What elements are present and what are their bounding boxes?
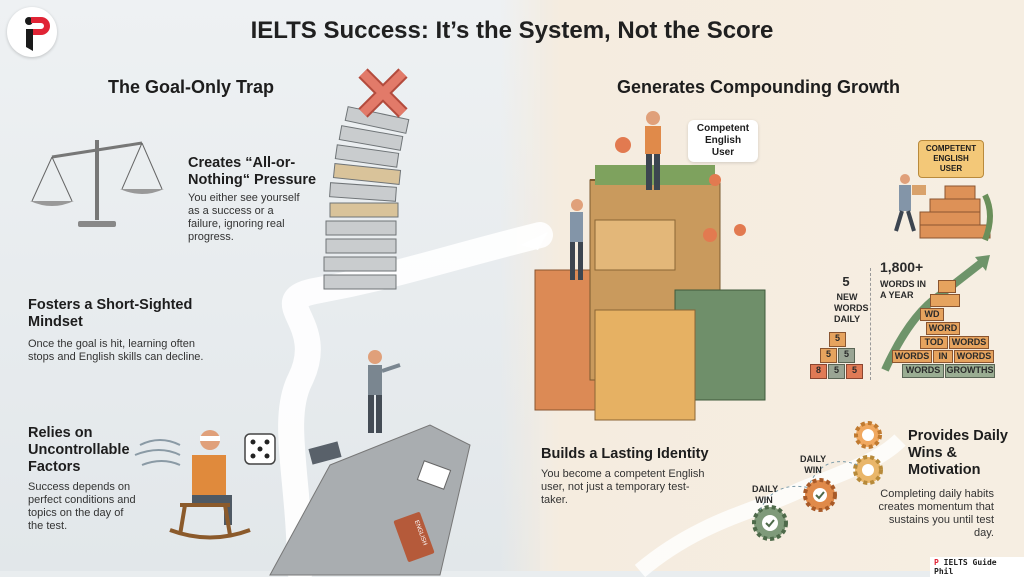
cliff-illustration xyxy=(269,350,471,576)
word-block: WORDS xyxy=(902,364,944,378)
word-block: TOD xyxy=(920,336,948,349)
english-book-icon xyxy=(393,512,435,562)
flower-icon xyxy=(615,137,746,242)
point-short-sighted-title: Fosters a Short-Sighted Mindset xyxy=(28,297,193,330)
jenga-tower-icon xyxy=(323,68,410,290)
point-daily-wins-body: Completing daily habits creates momentum… xyxy=(878,488,994,539)
red-x-icon xyxy=(358,68,408,118)
daily-win-gears-icon xyxy=(752,421,883,541)
scale-icon xyxy=(30,140,164,227)
word-block: IN xyxy=(933,350,953,363)
brand-p-icon: P xyxy=(934,558,944,567)
castle-of-blocks-illustration xyxy=(534,111,766,421)
point-all-or-nothing-body: You either see yourself as a success or … xyxy=(188,192,300,243)
logo-mark-icon xyxy=(25,17,50,51)
word-block: WORDS xyxy=(949,336,989,349)
word-block: 5 xyxy=(846,364,863,379)
page-title: IELTS Success: It’s the System, Not the … xyxy=(250,17,774,44)
blindfolded-person-rocking-chair-icon xyxy=(134,430,251,540)
dice-icon xyxy=(244,433,276,465)
word-block xyxy=(930,294,960,307)
right-heading: Generates Compounding Growth xyxy=(617,77,901,97)
footer-brand-text: IELTS Guide Phil xyxy=(934,558,997,576)
competent-english-user-bubble: Competent English User xyxy=(688,120,758,162)
daily-win-label: DAILY WIN xyxy=(752,484,779,505)
yearly-word-pyramid: WD WORD TOD WORDS WORDS IN WORDS WORDS G… xyxy=(880,280,1000,380)
yearly-words-number: 1,800+ xyxy=(880,259,924,275)
point-identity-title: Builds a Lasting Identity xyxy=(541,446,709,462)
daily-words-label: NEW WORDS DAILY xyxy=(834,292,869,324)
logo[interactable] xyxy=(7,7,57,57)
footer-brand: P IELTS Guide Phil xyxy=(930,557,1024,577)
daily-words-number: 5 xyxy=(842,274,850,289)
builder-with-bricks-icon xyxy=(894,174,993,242)
word-block: 8 xyxy=(810,364,827,379)
divider xyxy=(870,268,871,380)
competent-english-user-tag: COMPETENT ENGLISH USER xyxy=(918,140,984,178)
word-block: WORDS xyxy=(954,350,994,363)
yearly-words-label: WORDS IN A YEAR xyxy=(880,279,926,300)
word-block: 5 xyxy=(829,332,846,347)
point-all-or-nothing-title: Creates “All-or-Nothing“ Pressure xyxy=(188,155,317,188)
builder-person-icon xyxy=(570,199,583,280)
point-daily-wins-title: Provides Daily Wins & Motivation xyxy=(908,428,1008,478)
gear-check-icon xyxy=(854,421,882,449)
gear-check-icon xyxy=(752,505,788,541)
man-on-cliff-icon xyxy=(368,350,401,433)
gear-check-icon xyxy=(853,455,883,485)
word-block xyxy=(938,280,956,293)
word-block: GROWTHS xyxy=(945,364,995,378)
gear-check-icon xyxy=(803,478,837,512)
person-on-castle-icon xyxy=(645,111,661,190)
point-uncontrollable-title: Relies on Uncontrollable Factors xyxy=(28,425,130,475)
daily-win-label: DAILY WIN xyxy=(800,454,827,475)
point-short-sighted-body: Once the goal is hit, learning often sto… xyxy=(28,338,204,363)
left-heading: The Goal-Only Trap xyxy=(108,77,275,97)
word-block: 5 xyxy=(828,364,845,379)
point-identity-body: You become a competent English user, not… xyxy=(541,468,705,506)
word-block: WD xyxy=(920,308,944,321)
word-block: WORD xyxy=(926,322,960,335)
point-uncontrollable-body: Success depends on perfect conditions an… xyxy=(28,481,136,532)
word-block: 5 xyxy=(820,348,837,363)
word-block: 5 xyxy=(838,348,855,363)
word-block: WORDS xyxy=(892,350,932,363)
